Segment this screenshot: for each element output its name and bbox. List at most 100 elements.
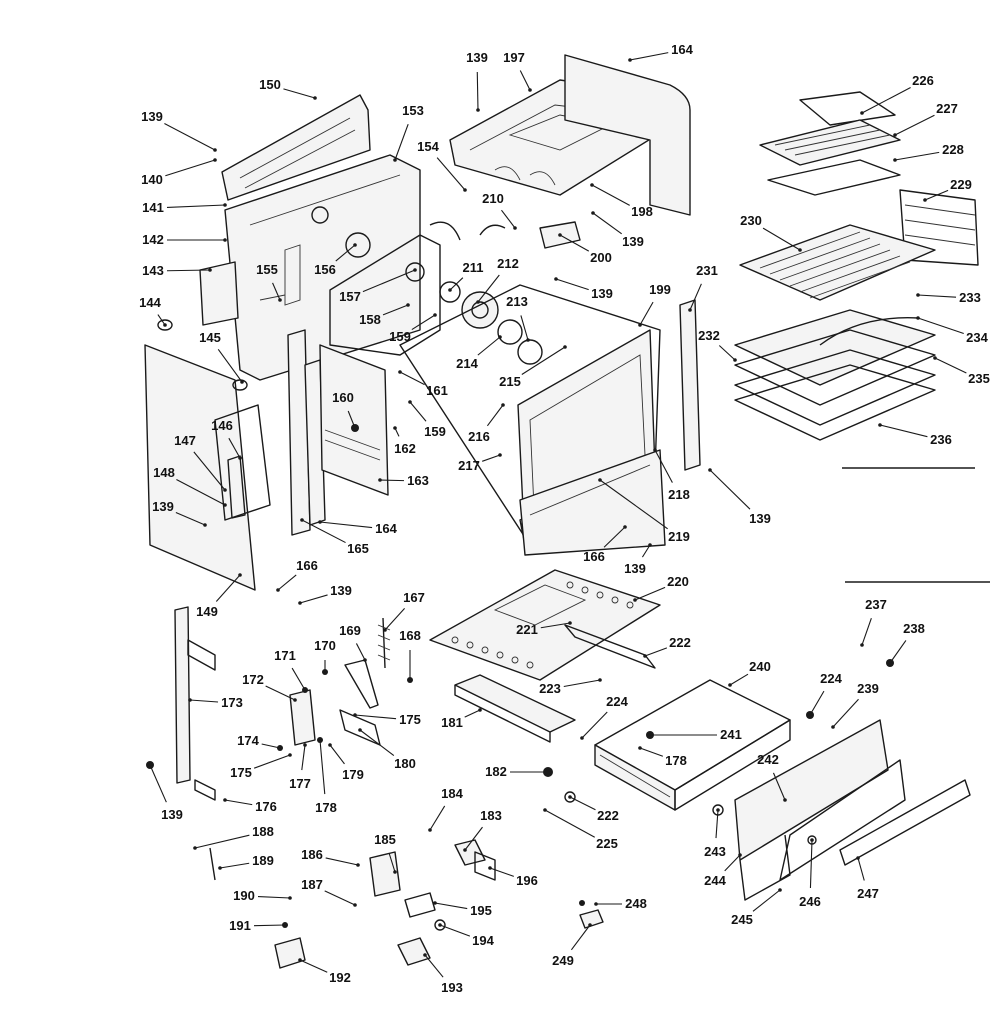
callout-arrowhead: [733, 358, 737, 362]
callout-arrowhead: [323, 670, 327, 674]
callout-label: 212: [497, 256, 519, 271]
callout-leader: [592, 212, 622, 235]
callout-label: 249: [552, 953, 574, 968]
callout-arrowhead: [240, 380, 244, 384]
callout-arrowhead: [438, 923, 442, 927]
callout-label: 163: [407, 473, 429, 488]
callout-label: 181: [441, 715, 463, 730]
callout-leader: [570, 924, 591, 951]
callout-leader: [540, 622, 571, 629]
callout-arrowhead: [223, 798, 227, 802]
callout-label: 145: [199, 330, 221, 345]
callout-arrowhead: [716, 808, 720, 812]
callout-leader: [563, 679, 601, 688]
callout-arrowhead: [433, 313, 437, 317]
callout-leader: [544, 809, 595, 838]
callout-label: 162: [394, 441, 416, 456]
callout-label: 210: [482, 191, 504, 206]
callout-leader: [299, 959, 328, 973]
callout-leader: [299, 594, 328, 604]
callout-leader: [555, 278, 589, 291]
callout-leader: [439, 924, 471, 937]
callout-leader: [715, 809, 719, 839]
callout-label: 164: [375, 521, 397, 536]
callout-label: 248: [625, 896, 647, 911]
callout-label: 224: [606, 694, 628, 709]
callout-arrowhead: [298, 958, 302, 962]
callout-label: 235: [968, 371, 990, 386]
callout-arrowhead: [276, 588, 280, 592]
callout-arrowhead: [278, 746, 282, 750]
callout-leader: [729, 673, 749, 686]
callout-label: 246: [799, 894, 821, 909]
callout-leader: [559, 234, 590, 252]
callout-label: 185: [374, 832, 396, 847]
callout-arrowhead: [598, 678, 602, 682]
callout-arrowhead: [203, 523, 207, 527]
callout-label: 196: [516, 873, 538, 888]
callout-leader: [175, 512, 206, 526]
callout-leader: [857, 857, 865, 881]
callout-leader: [301, 519, 346, 544]
callout-label: 165: [347, 541, 369, 556]
callout-leader: [689, 283, 702, 311]
callout-leader: [861, 618, 872, 646]
callout-arrowhead: [218, 866, 222, 870]
callout-arrowhead: [638, 746, 642, 750]
callout-leader: [277, 574, 297, 591]
callout-arrowhead: [916, 293, 920, 297]
callout-arrowhead: [188, 698, 192, 702]
callout-arrowhead: [283, 923, 287, 927]
callout-leader: [482, 454, 501, 462]
callout-arrowhead: [476, 300, 480, 304]
callout-leader: [324, 890, 356, 906]
callout-label: 139: [622, 234, 644, 249]
callout-arrowhead: [213, 158, 217, 162]
callout-arrowhead: [688, 308, 692, 312]
callout-leader: [752, 889, 781, 912]
callout-arrowhead: [238, 456, 242, 460]
callout-leader: [569, 796, 596, 811]
callout-label: 219: [668, 529, 690, 544]
callout-arrowhead: [393, 426, 397, 430]
callout-arrowhead: [633, 598, 637, 602]
callout-leader: [772, 772, 786, 801]
callout-label: 141: [142, 200, 164, 215]
callout-label: 247: [857, 886, 879, 901]
callout-leader: [388, 853, 396, 873]
callout-arrowhead: [383, 628, 387, 632]
callout-leader: [464, 826, 483, 851]
callout-leader: [639, 747, 664, 757]
callout-leader: [165, 159, 216, 177]
callout-leader: [219, 862, 250, 869]
callout-arrowhead: [208, 268, 212, 272]
callout-arrowhead: [423, 953, 427, 957]
callout-label: 192: [329, 970, 351, 985]
callout-leader: [347, 410, 356, 429]
callout-label: 239: [857, 681, 879, 696]
callout-leader: [581, 711, 608, 739]
callout-leader: [724, 854, 741, 872]
callout-label: 183: [480, 808, 502, 823]
callout-label: 218: [668, 487, 690, 502]
callout-leader: [809, 690, 825, 716]
callout-arrowhead: [653, 448, 657, 452]
callout-arrowhead: [488, 866, 492, 870]
callout-arrowhead: [313, 96, 317, 100]
callout-label: 242: [757, 752, 779, 767]
callout-arrowhead: [278, 298, 282, 302]
callout-arrowhead: [318, 738, 322, 742]
callout-leader: [217, 348, 243, 383]
callout-label: 139: [466, 50, 488, 65]
callout-label: 184: [441, 786, 463, 801]
callout-leader: [519, 70, 531, 91]
callout-arrowhead: [223, 238, 227, 242]
callout-label: 150: [259, 77, 281, 92]
callout-leader: [261, 743, 281, 749]
callout-arrowhead: [558, 233, 562, 237]
callout-leader: [257, 896, 291, 899]
callout-label: 187: [301, 877, 323, 892]
callout-leader: [166, 204, 226, 208]
callout-leader: [329, 744, 345, 765]
callout-arrowhead: [808, 713, 812, 717]
